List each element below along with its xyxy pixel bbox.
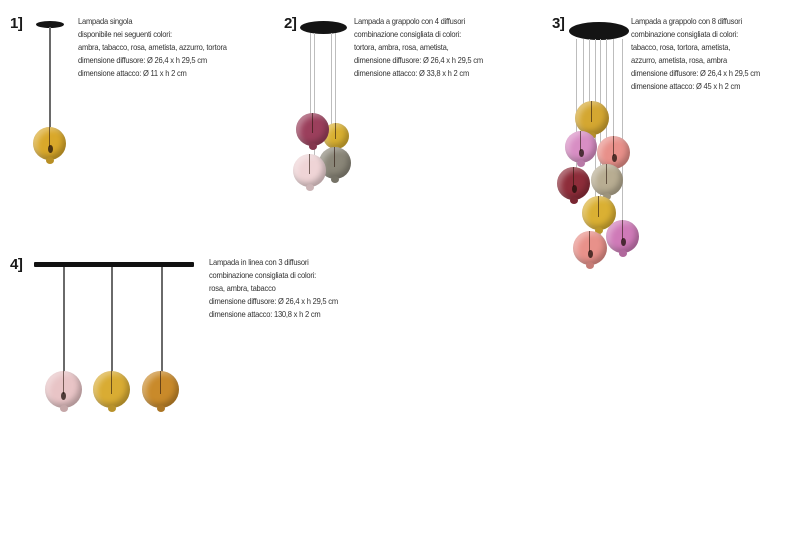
model-3-colors-label: combinazione consigliata di colori:: [631, 29, 739, 39]
model-3-globe-ametista: [606, 220, 639, 257]
model-1-diffuser-size: dimensione diffusore: Ø 26,4 x h 29,5 cm: [78, 55, 207, 65]
model-1-globe-ambra: [33, 127, 66, 164]
model-2-cord: [310, 33, 311, 118]
model-3-canopy: [569, 22, 629, 40]
model-3-globe-ametista: [565, 131, 597, 167]
model-2-cord: [331, 33, 332, 128]
model-2-title: Lampada a grappolo con 4 diffusori: [354, 16, 465, 26]
model-1-description: Lampada singola disponibile nei seguenti…: [78, 15, 227, 80]
model-4-number: 4]: [10, 256, 23, 273]
model-2-description: Lampada a grappolo con 4 diffusori combi…: [354, 15, 483, 80]
model-3-cord: [600, 39, 601, 239]
model-3-cord: [589, 39, 590, 139]
model-2-diffuser-size: dimensione diffusore: Ø 26,4 x h 29,5 cm: [354, 55, 483, 65]
model-2-globe-rosa: [293, 154, 326, 191]
model-1-cord: [49, 27, 51, 130]
model-3-globe-rosa: [573, 231, 607, 269]
model-4-cord: [161, 267, 163, 373]
model-4-globe-tabacco: [142, 371, 179, 412]
model-3-mount-size: dimensione attacco: Ø 45 x h 2 cm: [631, 81, 741, 91]
model-1-mount-size: dimensione attacco: Ø 11 x h 2 cm: [78, 68, 187, 78]
model-4-title: Lampada in linea con 3 diffusori: [209, 257, 309, 267]
model-3-title: Lampada a grappolo con 8 diffusori: [631, 16, 742, 26]
model-3-colors: tabacco, rosa, tortora, ametista,: [631, 42, 731, 52]
model-3-globe-ambra: [575, 101, 609, 139]
model-3-cord: [622, 39, 623, 224]
model-2-number: 2]: [284, 15, 297, 32]
model-1-number: 1]: [10, 15, 23, 32]
model-3-description: Lampada a grappolo con 8 diffusori combi…: [631, 15, 760, 93]
model-4-mount-size: dimensione attacco: 130,8 x h 2 cm: [209, 309, 321, 319]
model-1-canopy: [36, 21, 64, 28]
model-3-cord: [583, 39, 584, 104]
model-3-colors-cont: azzurro, ametista, rosa, ambra: [631, 55, 727, 65]
model-3-diffuser-size: dimensione diffusore: Ø 26,4 x h 29,5 cm: [631, 68, 760, 78]
model-2-colors: tortora, ambra, rosa, ametista,: [354, 42, 449, 52]
model-4-description: Lampada in linea con 3 diffusori combina…: [209, 256, 338, 321]
model-3-number: 3]: [552, 15, 565, 32]
model-2-cord: [335, 33, 336, 148]
model-2-globe-ametista: [296, 113, 329, 150]
model-1-colors-label: disponibile nei seguenti colori:: [78, 29, 172, 39]
model-4-cord: [111, 267, 113, 373]
model-3-cord: [613, 39, 614, 139]
model-2-colors-label: combinazione consigliata di colori:: [354, 29, 462, 39]
model-4-linear-bar: [34, 262, 194, 267]
model-1-colors: ambra, tabacco, rosa, ametista, azzurro,…: [78, 42, 227, 52]
model-2-canopy: [300, 21, 347, 34]
model-2-mount-size: dimensione attacco: Ø 33,8 x h 2 cm: [354, 68, 470, 78]
model-4-globe-ambra: [93, 371, 130, 412]
model-4-globe-rosa: [45, 371, 82, 412]
model-4-colors: rosa, ambra, tabacco: [209, 283, 276, 293]
model-2-cord: [314, 33, 315, 158]
model-4-cord: [63, 267, 65, 373]
model-4-diffuser-size: dimensione diffusore: Ø 26,4 x h 29,5 cm: [209, 296, 338, 306]
model-4-colors-label: combinazione consigliata di colori:: [209, 270, 317, 280]
model-3-globe-tabacco: [557, 167, 590, 204]
model-1-title: Lampada singola: [78, 16, 133, 26]
model-3-globe-tortora: [591, 164, 623, 200]
